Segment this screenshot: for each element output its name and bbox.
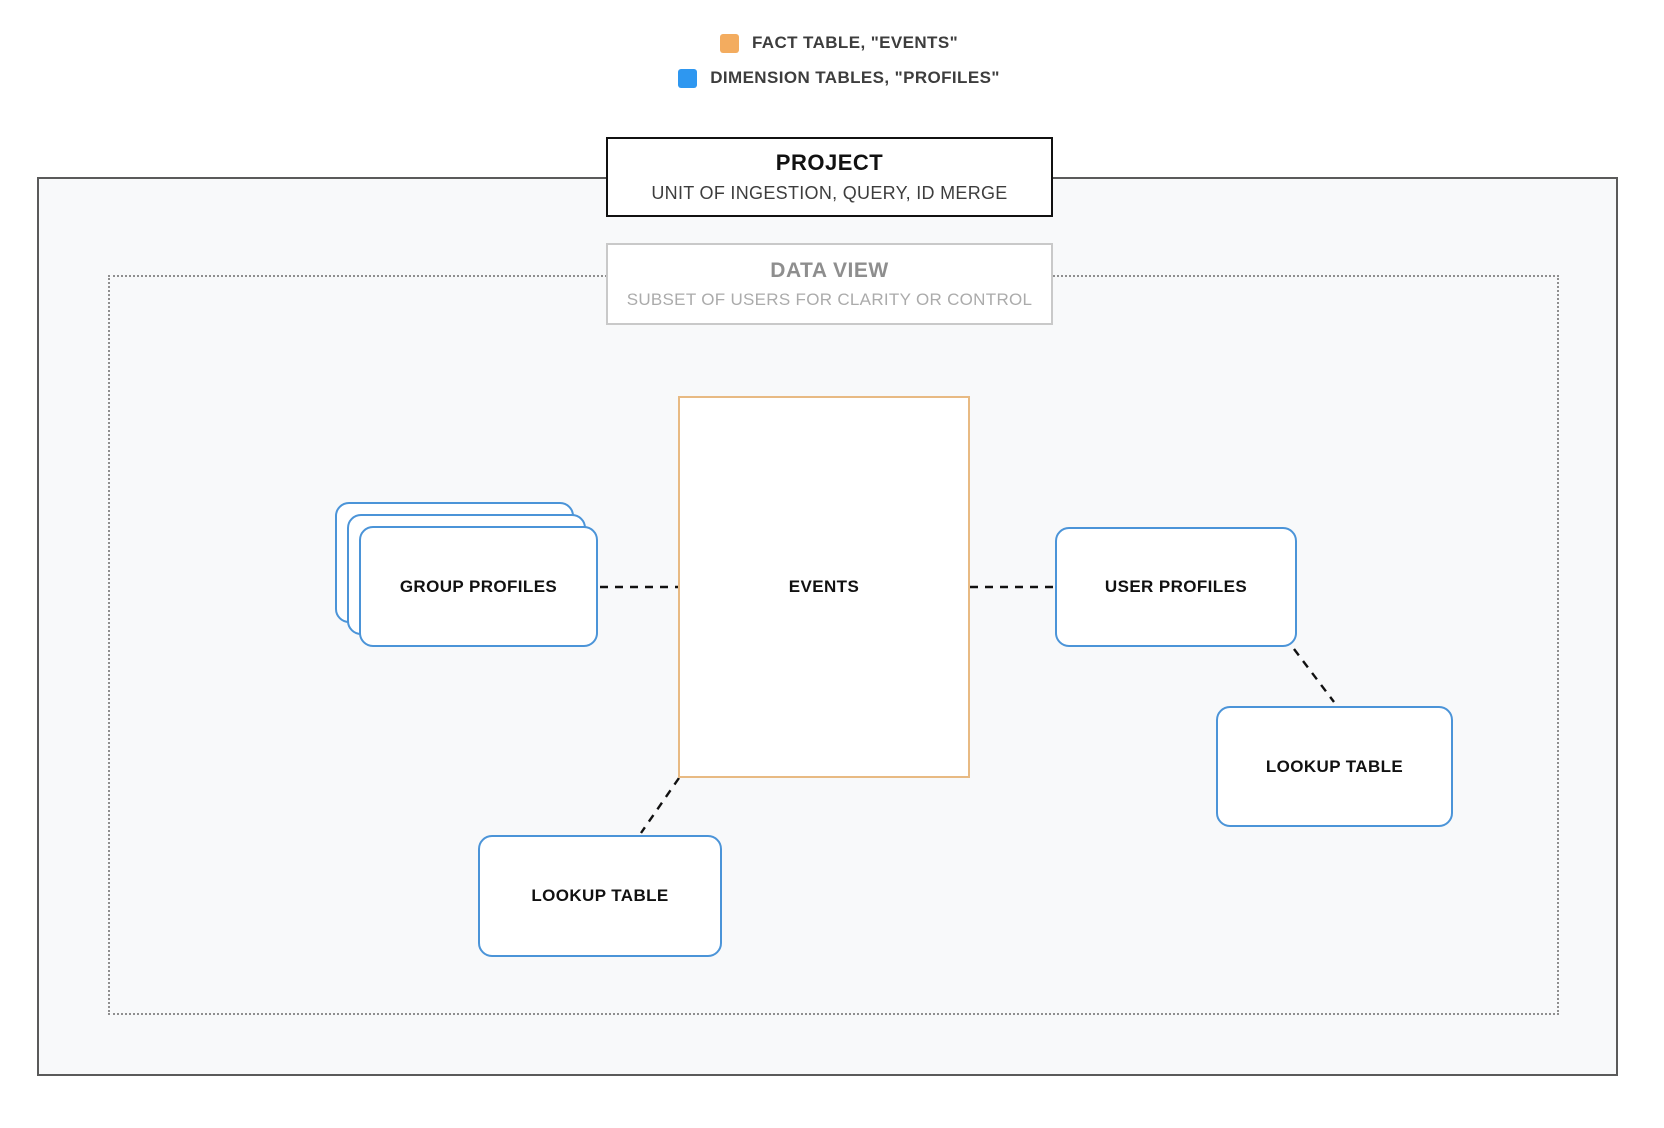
project-subtitle: UNIT OF INGESTION, QUERY, ID MERGE <box>651 183 1008 203</box>
lookup-table-bottom-node: LOOKUP TABLE <box>478 835 722 957</box>
legend: FACT TABLE, "EVENTS" DIMENSION TABLES, "… <box>0 33 1664 88</box>
legend-item-dimension-tables: DIMENSION TABLES, "PROFILES" <box>678 68 1000 88</box>
group-profiles-node: GROUP PROFILES <box>359 526 598 647</box>
lookup-table-right-label: LOOKUP TABLE <box>1265 756 1404 776</box>
data-view-subtitle: SUBSET OF USERS FOR CLARITY OR CONTROL <box>626 289 1033 309</box>
group-profiles-label: GROUP PROFILES <box>399 576 558 596</box>
user-profiles-node: USER PROFILES <box>1055 527 1297 647</box>
user-profiles-label: USER PROFILES <box>1104 577 1248 596</box>
dimension-tables-color-swatch <box>678 68 698 88</box>
dimension-tables-legend-label: DIMENSION TABLES, "PROFILES" <box>710 68 1000 87</box>
lookup-table-right-node: LOOKUP TABLE <box>1216 706 1453 827</box>
legend-item-fact-table: FACT TABLE, "EVENTS" <box>719 33 959 53</box>
events-fact-table-node: EVENTS <box>678 396 970 778</box>
data-view-title: DATA VIEW <box>770 258 889 282</box>
fact-table-color-swatch <box>719 33 739 53</box>
project-header-box: PROJECT UNIT OF INGESTION, QUERY, ID MER… <box>606 137 1053 217</box>
project-title: PROJECT <box>775 150 884 175</box>
lookup-table-bottom-label: LOOKUP TABLE <box>531 886 669 905</box>
fact-table-legend-label: FACT TABLE, "EVENTS" <box>751 33 959 52</box>
data-view-header-box: DATA VIEW SUBSET OF USERS FOR CLARITY OR… <box>606 243 1053 325</box>
events-label: EVENTS <box>788 577 860 596</box>
